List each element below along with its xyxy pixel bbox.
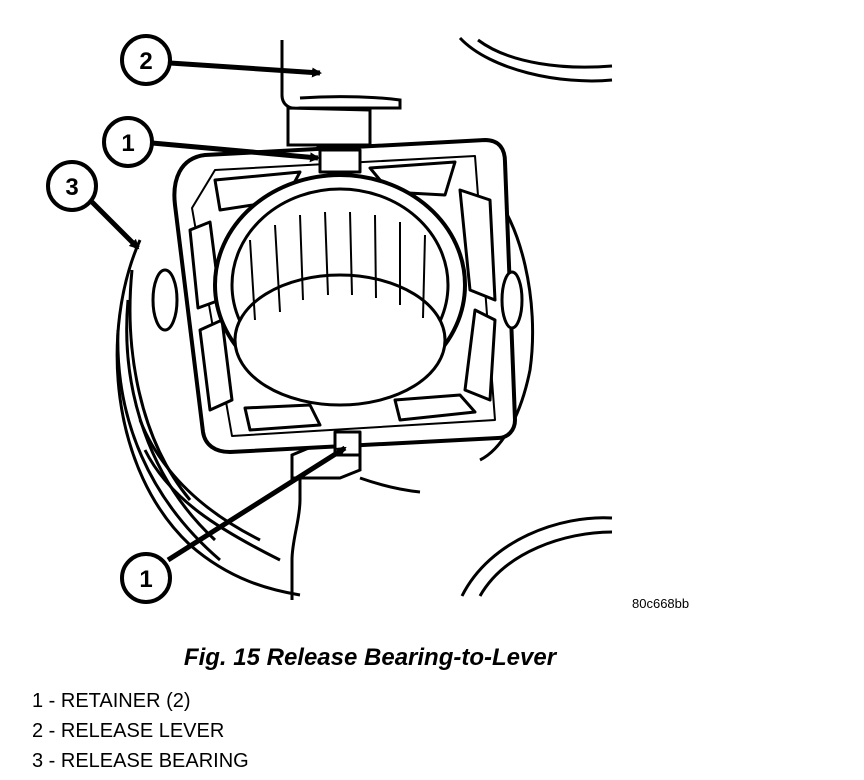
- callout-2: 2: [120, 34, 172, 86]
- figure-code: 80c668bb: [632, 596, 690, 611]
- callout-2-label: 2: [139, 48, 152, 75]
- callout-3: 3: [46, 160, 98, 212]
- flange-ears: [151, 268, 524, 332]
- callout-1-top-label: 1: [121, 130, 134, 157]
- bearing-bore: [213, 173, 467, 407]
- background-arc-top: [458, 36, 613, 83]
- background-arc-bottom: [460, 516, 613, 597]
- release-bearing-body: [115, 188, 535, 597]
- release-lever-bottom: [290, 438, 421, 600]
- bearing-diagram: 2 1 3 1: [46, 34, 613, 604]
- callout-1-bottom-label: 1: [139, 566, 152, 593]
- callout-1-bottom: 1: [120, 552, 172, 604]
- legend: 1 - RETAINER (2) 2 - RELEASE LEVER 3 - R…: [32, 686, 249, 776]
- callout-1-top: 1: [102, 116, 154, 168]
- figure-caption: Fig. 15 Release Bearing-to-Lever: [183, 644, 557, 671]
- leader-lines: [90, 60, 347, 563]
- legend-item-release-bearing: 3 - RELEASE BEARING: [32, 750, 249, 772]
- legend-item-retainer: 1 - RETAINER (2): [32, 690, 191, 712]
- legend-item-release-lever: 2 - RELEASE LEVER: [32, 720, 225, 742]
- callout-3-label: 3: [65, 174, 78, 201]
